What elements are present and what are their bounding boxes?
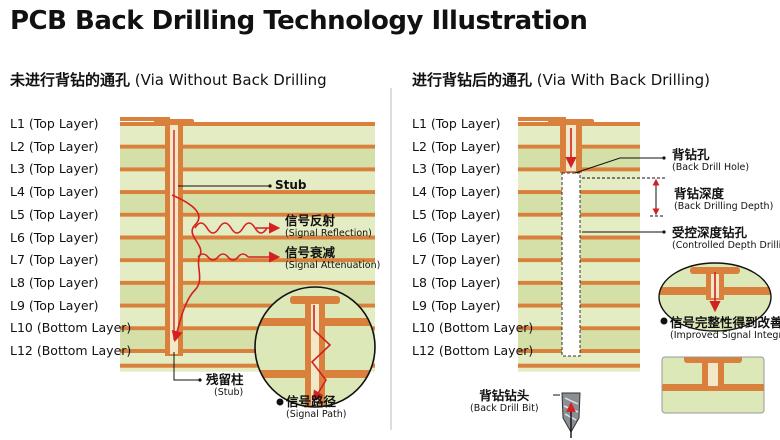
- attenuation-wave: [197, 253, 249, 261]
- layer-label: L3 (Top Layer): [412, 161, 501, 177]
- residual-stub-leader: [173, 352, 202, 382]
- dielectric-layer: [120, 216, 375, 236]
- layer-label: L2 (Top Layer): [10, 138, 99, 154]
- left-zoom-circle: [254, 286, 376, 408]
- layer-label: L9 (Top Layer): [10, 297, 99, 313]
- layer-label: L4 (Top Layer): [10, 184, 99, 200]
- dielectric-layer: [120, 171, 375, 191]
- copper-layer-line: [120, 280, 375, 285]
- layer-label: L6 (Top Layer): [10, 229, 99, 245]
- back-drilled-hole: [561, 172, 581, 357]
- back-drill-hole-label: 背钻孔(Back Drill Hole): [672, 147, 750, 173]
- left-top-trace: [120, 117, 170, 121]
- left-signal: [171, 130, 281, 343]
- copper-layer-line: [120, 212, 375, 217]
- dielectric-layer: [120, 239, 375, 259]
- right-top-trace: [518, 117, 566, 121]
- copper-layer-line: [120, 235, 375, 240]
- layer-label: L12 (Bottom Layer): [10, 343, 132, 358]
- improved-integrity-dot: [660, 317, 668, 325]
- right-board: [518, 117, 640, 372]
- dielectric-layer: [120, 148, 375, 168]
- layer-label: L9 (Top Layer): [412, 297, 501, 313]
- layer-label: L2 (Top Layer): [412, 138, 501, 154]
- back-drill-bit-label: 背钻钻头(Back Drill Bit): [470, 388, 539, 414]
- page-title: PCB Back Drilling Technology Illustratio…: [10, 6, 588, 36]
- copper-layer-line: [120, 326, 375, 331]
- layer-label: L5 (Top Layer): [10, 206, 99, 222]
- layer-label: L3 (Top Layer): [10, 161, 99, 177]
- copper-layer-line: [518, 363, 640, 368]
- layer-label: L8 (Top Layer): [412, 274, 501, 290]
- signal-path-dot: [276, 398, 284, 406]
- reflection-wave: [194, 222, 268, 234]
- copper-layer-line: [120, 303, 375, 308]
- copper-layer-line: [120, 144, 375, 149]
- copper-layer-line: [120, 122, 375, 126]
- layer-label: L5 (Top Layer): [412, 206, 501, 222]
- controlled-depth-label: 受控深度钻孔(Controlled Depth Drilling): [672, 225, 780, 251]
- layer-label: L1 (Top Layer): [10, 116, 99, 131]
- stub-label: Stub: [275, 178, 307, 192]
- copper-layer-line: [120, 190, 375, 195]
- copper-layer-line: [120, 167, 375, 172]
- back-drill-bit: [561, 392, 581, 438]
- dielectric-layer: [120, 262, 375, 281]
- right-zoom-top: [658, 262, 772, 332]
- layer-label: L6 (Top Layer): [412, 229, 501, 245]
- back-drill-hole-leader: [574, 156, 666, 174]
- layer-label: L7 (Top Layer): [10, 252, 99, 268]
- layer-label: L8 (Top Layer): [10, 274, 99, 290]
- layer-label: L10 (Bottom Layer): [412, 320, 534, 336]
- copper-layer-line: [120, 349, 375, 353]
- signal-path-label: 信号路径(Signal Path): [286, 394, 347, 420]
- dielectric-layer: [120, 126, 375, 145]
- right-panel-title: 进行背钻后的通孔 (Via With Back Drilling): [412, 69, 710, 90]
- layer-label: L1 (Top Layer): [412, 116, 501, 131]
- layer-label: L7 (Top Layer): [412, 252, 501, 268]
- copper-layer-line: [120, 258, 375, 263]
- layer-label: L10 (Bottom Layer): [10, 320, 132, 336]
- dielectric-layer: [120, 194, 375, 213]
- copper-layer-line: [120, 363, 375, 368]
- back-drilling-depth-label: 背钻深度(Back Drilling Depth): [674, 186, 774, 212]
- right-title-en: (Via With Back Drilling): [536, 71, 710, 89]
- residual-stub-label: 残留柱(Stub): [206, 372, 244, 398]
- left-panel-title: 未进行背钻的通孔 (Via Without Back Drilling: [10, 69, 327, 90]
- right-zoom-bottom: [661, 356, 765, 414]
- right-title-cn: 进行背钻后的通孔: [412, 71, 533, 89]
- layer-label: L4 (Top Layer): [412, 184, 501, 200]
- improved-integrity-label: 信号完整性得到改善(Improved Signal Integrity): [670, 315, 780, 341]
- signal-attenuation-label: 信号衰减(Signal Attenuation): [285, 245, 381, 271]
- left-title-en: (Via Without Back Drilling: [134, 71, 327, 89]
- left-title-cn: 未进行背钻的通孔: [10, 71, 131, 89]
- layer-label: L12 (Bottom Layer): [412, 343, 534, 358]
- signal-reflection-label: 信号反射(Signal Reflection): [285, 213, 372, 239]
